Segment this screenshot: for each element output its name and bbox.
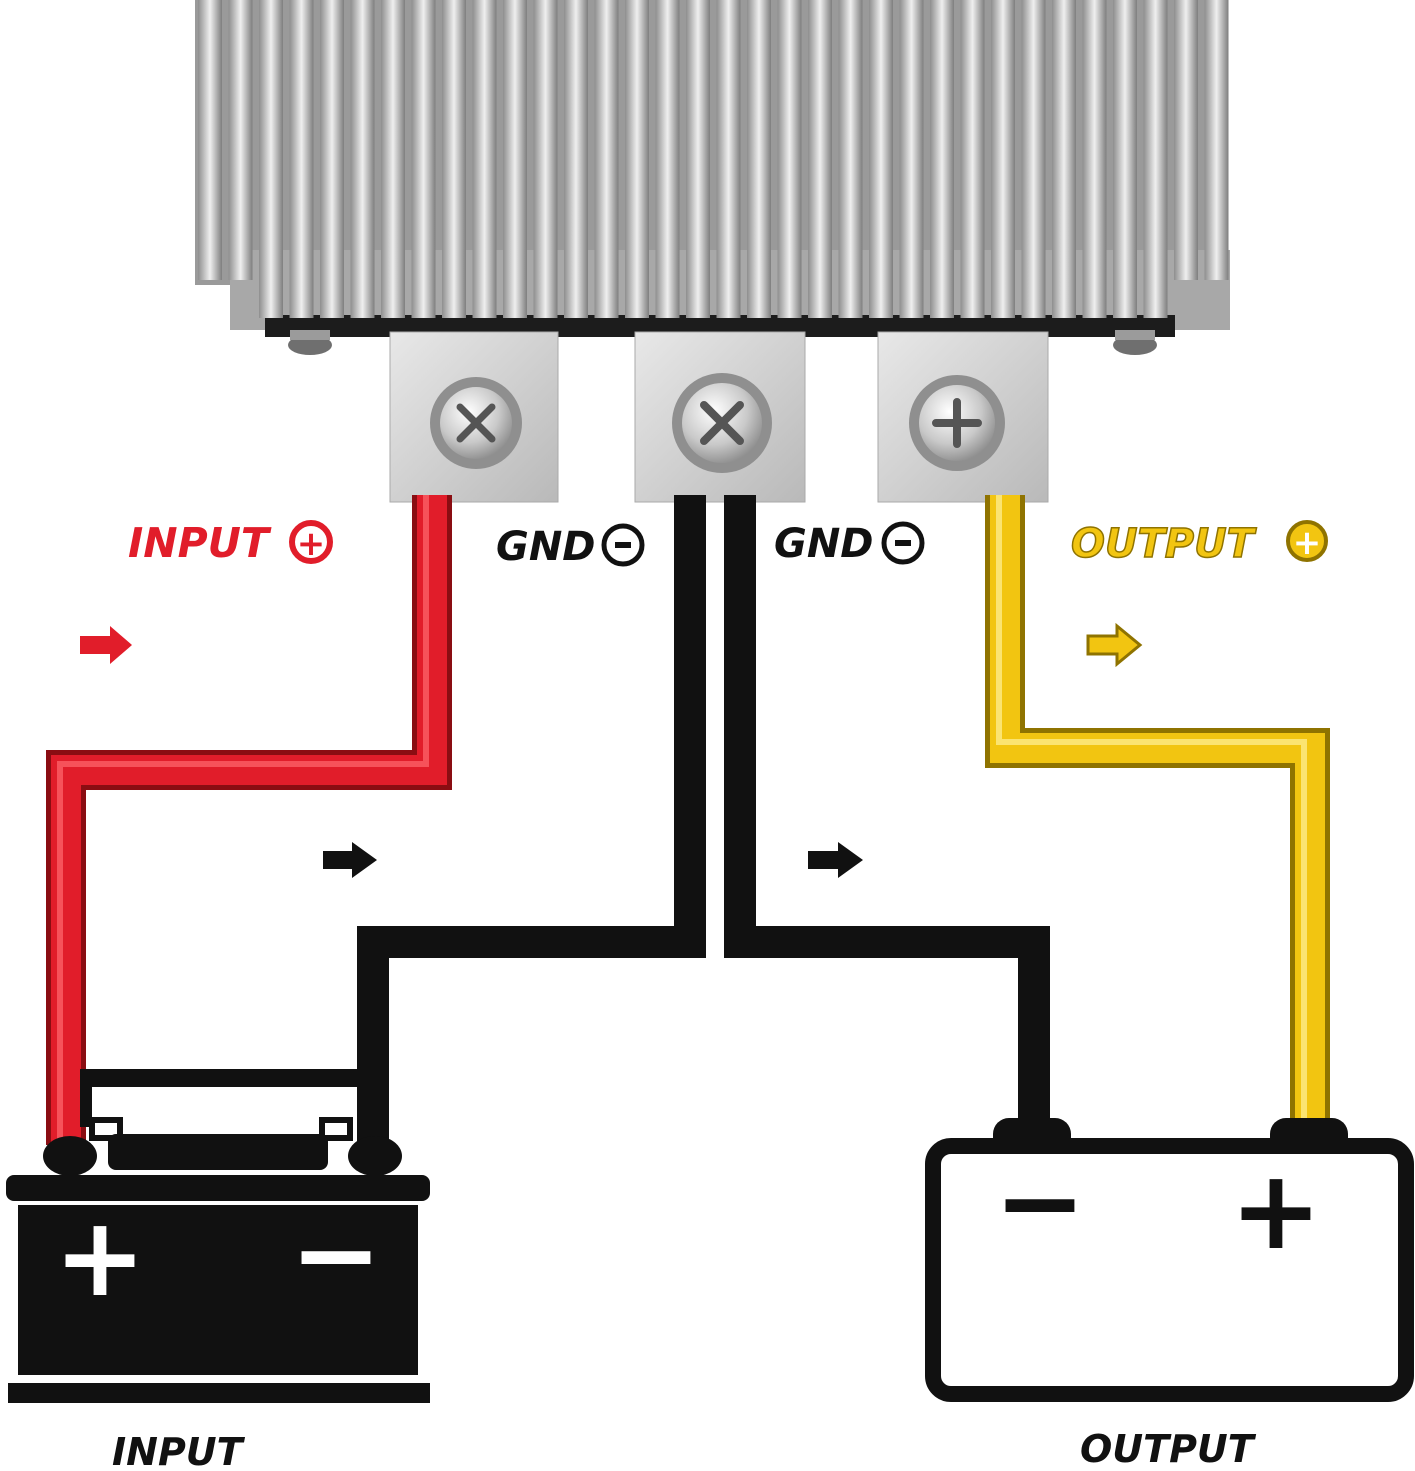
heatsink-fin — [625, 0, 649, 318]
ground-wire-input — [357, 495, 706, 1150]
heatsink-fin — [747, 0, 771, 318]
battery-plus-symbol: + — [54, 1193, 146, 1321]
screw-cross-icon — [932, 398, 982, 448]
heatsink-converter-icon — [195, 0, 1230, 355]
minus-circle-icon — [601, 523, 645, 567]
heatsink-fin — [289, 0, 314, 318]
heatsink-fin — [503, 0, 527, 318]
heatsink-fin — [472, 0, 497, 318]
arrow-right-icon — [323, 842, 377, 878]
svg-text:+: + — [1293, 523, 1322, 563]
heatsink-fin — [991, 0, 1015, 318]
heatsink-fin — [594, 0, 619, 318]
input-battery-icon — [6, 1069, 430, 1403]
heatsink-fin — [442, 0, 466, 318]
input-positive-wire — [46, 495, 452, 1145]
terminal-gnd — [634, 331, 806, 503]
heatsink-fin — [259, 0, 283, 318]
heatsink-fin — [1082, 0, 1107, 318]
heatsink-fin — [1174, 0, 1198, 280]
heatsink-fin — [1143, 0, 1168, 318]
arrow-right-icon — [1086, 622, 1143, 668]
heatsink-fin — [838, 0, 863, 318]
minus-circle-icon — [881, 521, 925, 565]
heatsink-fin — [350, 0, 375, 318]
heatsink-fin — [564, 0, 588, 318]
heatsink-fin — [198, 0, 222, 280]
heatsink-fin — [1113, 0, 1137, 318]
terminal-input-plus — [389, 331, 559, 503]
heatsink-fin — [411, 0, 436, 318]
svg-text:GND: GND — [774, 521, 874, 567]
arrow-right-icon — [80, 626, 132, 664]
output-plus-label: OUTPUT + — [1070, 520, 1328, 568]
screw-cross-icon — [456, 403, 496, 443]
heatsink-fin — [930, 0, 954, 318]
gnd-right-label: GND — [774, 521, 925, 567]
output-battery-icon — [925, 1118, 1414, 1402]
heatsink-fin — [1052, 0, 1076, 318]
heatsink-fin — [1204, 0, 1229, 280]
heatsink-fin — [777, 0, 802, 318]
terminal-output-plus — [877, 331, 1049, 503]
heatsink-fin — [716, 0, 741, 318]
plus-circle-icon — [289, 520, 333, 564]
ground-wire-output — [724, 495, 1050, 1128]
svg-text:+: + — [297, 524, 326, 564]
battery-plus-symbol: + — [1230, 1146, 1322, 1274]
heatsink-fin — [869, 0, 893, 318]
svg-text:INPUT: INPUT — [128, 519, 272, 567]
screw-cross-icon — [700, 401, 744, 445]
output-battery-caption: OUTPUT — [1080, 1427, 1257, 1471]
heatsink-fin — [655, 0, 680, 318]
input-battery-caption: INPUT — [112, 1430, 246, 1471]
heatsink-fin — [808, 0, 832, 318]
battery-minus-symbol: − — [290, 1190, 382, 1318]
battery-minus-symbol: − — [994, 1138, 1086, 1266]
heatsink-fin — [533, 0, 558, 318]
heatsink-fin — [381, 0, 405, 318]
heatsink-fin — [899, 0, 924, 318]
svg-text:OUTPUT: OUTPUT — [1071, 521, 1257, 567]
arrow-right-icon — [808, 842, 863, 878]
heatsink-fin — [228, 0, 253, 280]
heatsink-fin — [960, 0, 985, 318]
heatsink-fin — [320, 0, 344, 318]
plus-circle-icon — [1286, 520, 1328, 562]
gnd-left-label: GND — [496, 523, 645, 570]
svg-text:GND: GND — [496, 524, 596, 570]
input-plus-label: INPUT + — [128, 519, 333, 567]
heatsink-fin — [686, 0, 710, 318]
output-positive-wire — [985, 495, 1330, 1125]
heatsink-fin — [1021, 0, 1046, 318]
